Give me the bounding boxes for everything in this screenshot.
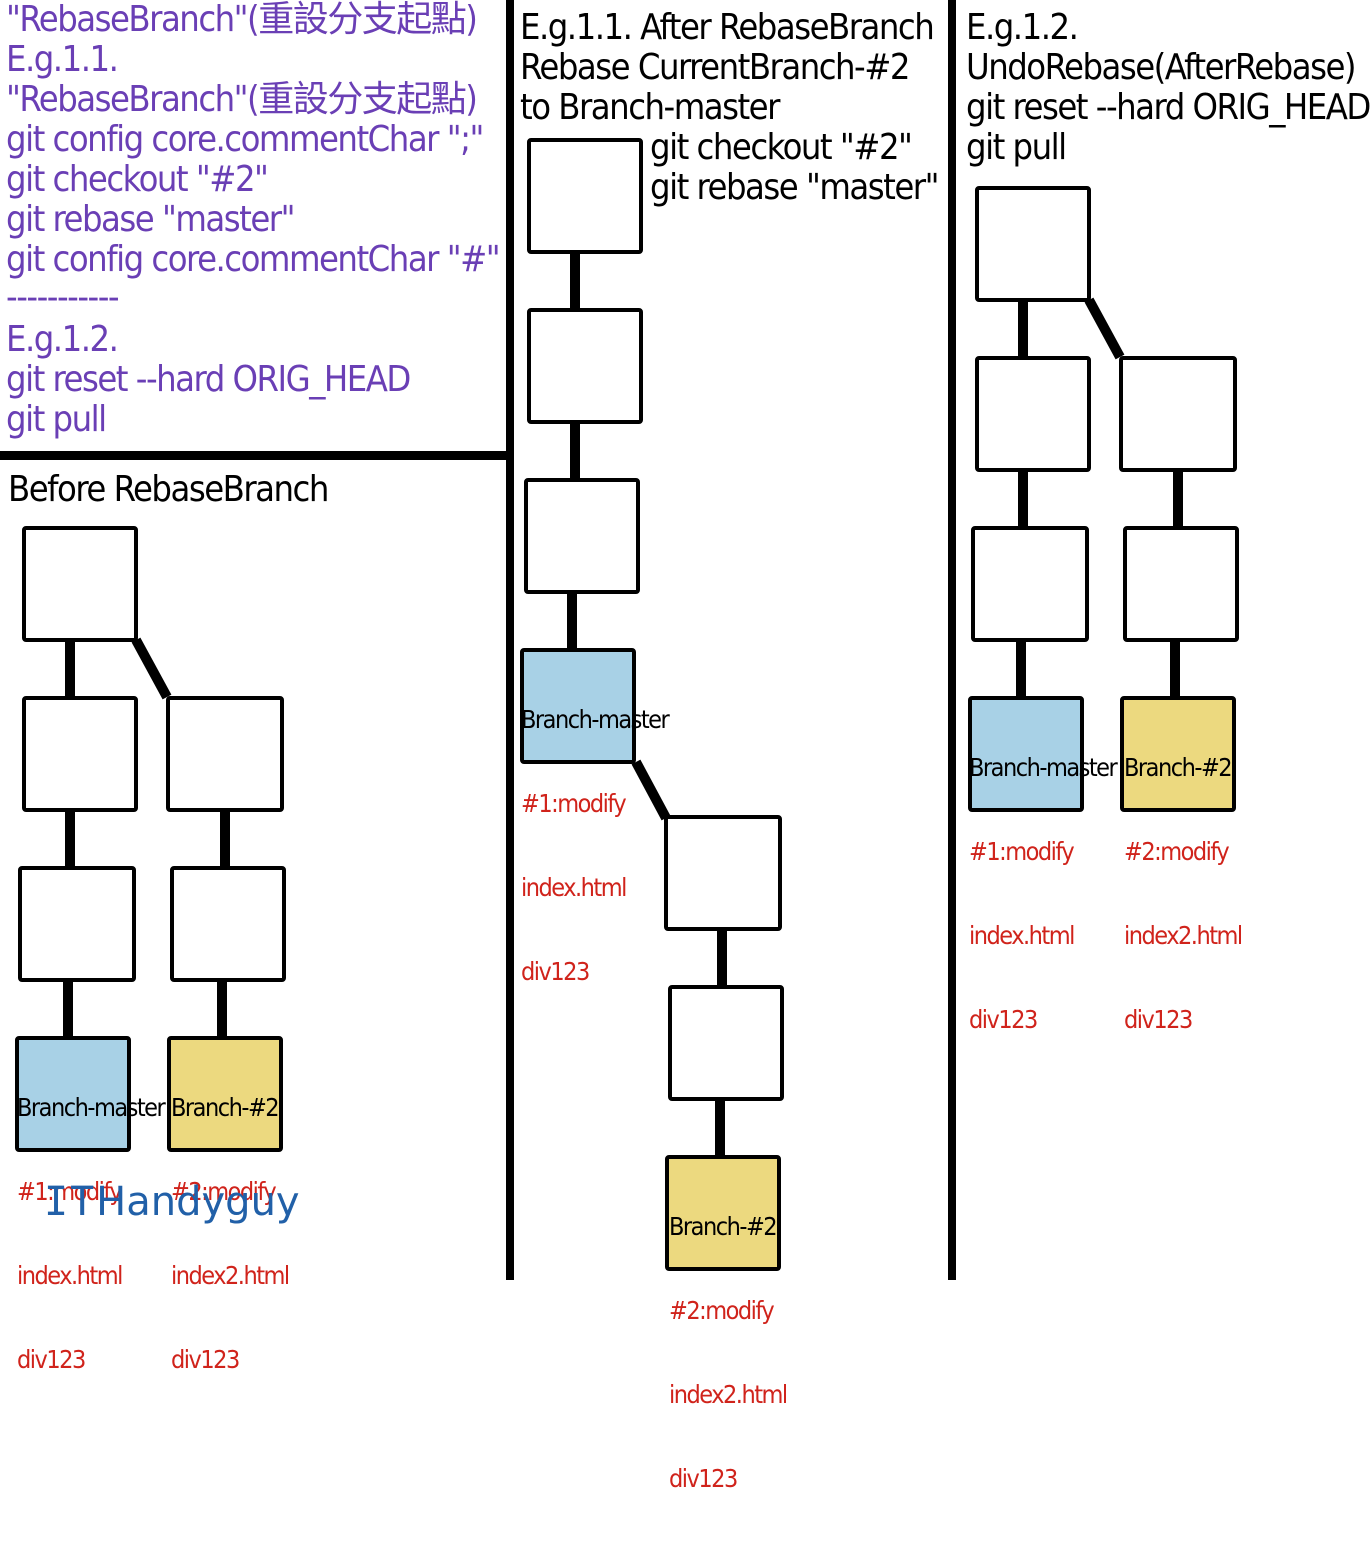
command-line: git pull — [6, 399, 107, 440]
branch-name: Branch-master — [521, 705, 670, 734]
commit-message: #2:modify — [1124, 837, 1230, 866]
commit-message: #1:modify — [969, 837, 1075, 866]
commit-message: div123 — [969, 1005, 1038, 1034]
commit-node-branch-2 — [1120, 696, 1236, 812]
command-line: git reset --hard ORIG_HEAD — [6, 359, 411, 400]
commit-node — [527, 138, 643, 254]
commit-message: #1:modify — [17, 1177, 123, 1206]
branch-name: Branch-#2 — [171, 1093, 280, 1122]
commit-node — [971, 526, 1089, 642]
branch-2-label: Branch-#2 #2:modify index2.html div123 — [171, 1038, 290, 1430]
command-line: git checkout "#2" — [6, 159, 269, 200]
after-title: to Branch-master — [520, 87, 780, 128]
after-command: git rebase "master" — [650, 167, 939, 208]
command-separator: ----------- — [6, 277, 120, 318]
branch-2-label: Branch-#2 #2:modify index2.html div123 — [669, 1157, 788, 1549]
undo-command: git reset --hard ORIG_HEAD — [966, 87, 1370, 128]
branch-master-label: Branch-master #1:modify index.html div12… — [521, 650, 670, 1042]
commit-node — [975, 356, 1091, 472]
before-title: Before RebaseBranch — [8, 469, 329, 510]
commit-node — [22, 696, 138, 812]
commit-message: #2:modify — [669, 1296, 775, 1325]
command-line: "RebaseBranch"(重設分支起點) — [6, 79, 478, 120]
logo-it: IT — [44, 1179, 97, 1225]
commit-node-branch-master — [15, 1036, 131, 1152]
commit-node — [22, 526, 138, 642]
commit-message: #2:modify — [171, 1177, 277, 1206]
commit-message: div123 — [1124, 1005, 1193, 1034]
after-title: E.g.1.1. After RebaseBranch — [520, 7, 935, 48]
commit-message: div123 — [171, 1345, 240, 1374]
after-command: git checkout "#2" — [650, 127, 913, 168]
commit-node — [1119, 356, 1237, 472]
link-line — [631, 759, 671, 821]
commit-node — [170, 866, 286, 982]
ithandyguy-logo: ITHandyguy — [44, 1180, 300, 1224]
branch-name: Branch-master — [969, 753, 1118, 782]
commit-message: index.html — [521, 873, 627, 902]
divider-horizontal — [0, 451, 510, 460]
logo-text: Handyguy — [96, 1179, 300, 1225]
commit-message: index2.html — [1124, 921, 1243, 950]
command-line: E.g.1.2. — [6, 319, 119, 360]
commit-node — [524, 478, 640, 594]
commit-node — [1123, 526, 1239, 642]
divider-vertical-left — [506, 0, 514, 1280]
branch-master-label: Branch-master #1:modify index.html div12… — [17, 1038, 166, 1430]
command-line: E.g.1.1. — [6, 39, 119, 80]
commit-node-branch-2 — [167, 1036, 283, 1152]
commit-node-branch-master — [520, 648, 636, 764]
commit-node — [18, 866, 136, 982]
commit-message: index2.html — [669, 1380, 788, 1409]
commit-message: index.html — [17, 1261, 123, 1290]
commit-message: #1:modify — [521, 789, 627, 818]
link-line — [1084, 297, 1125, 360]
branch-master-label: Branch-master #1:modify index.html div12… — [969, 698, 1118, 1090]
command-line: git config core.commentChar ";" — [6, 119, 484, 160]
undo-command: git pull — [966, 127, 1067, 168]
commit-message: index.html — [969, 921, 1075, 950]
branch-name: Branch-#2 — [669, 1212, 778, 1241]
divider-vertical-right — [948, 0, 956, 1280]
commit-node — [975, 186, 1091, 302]
commit-links — [63, 252, 1183, 1156]
commit-node — [527, 308, 643, 424]
commit-node-branch-master — [968, 696, 1084, 812]
commit-node — [664, 815, 782, 931]
link-line — [131, 637, 172, 700]
branch-name: Branch-master — [17, 1093, 166, 1122]
commit-message: div123 — [521, 957, 590, 986]
undo-title: E.g.1.2. — [966, 7, 1079, 48]
command-line: git config core.commentChar "#" — [6, 239, 501, 280]
after-title: Rebase CurrentBranch-#2 — [520, 47, 911, 88]
commit-node — [166, 696, 284, 812]
undo-title: UndoRebase(AfterRebase) — [966, 47, 1357, 88]
command-line: "RebaseBranch"(重設分支起點) — [6, 0, 478, 40]
commit-node — [668, 985, 784, 1101]
commit-message: div123 — [669, 1464, 738, 1493]
branch-2-label: Branch-#2 #2:modify index2.html div123 — [1124, 698, 1243, 1090]
commit-message: index2.html — [171, 1261, 290, 1290]
branch-name: Branch-#2 — [1124, 753, 1233, 782]
commit-message: div123 — [17, 1345, 86, 1374]
commit-node-branch-2 — [665, 1155, 781, 1271]
command-line: git rebase "master" — [6, 199, 295, 240]
